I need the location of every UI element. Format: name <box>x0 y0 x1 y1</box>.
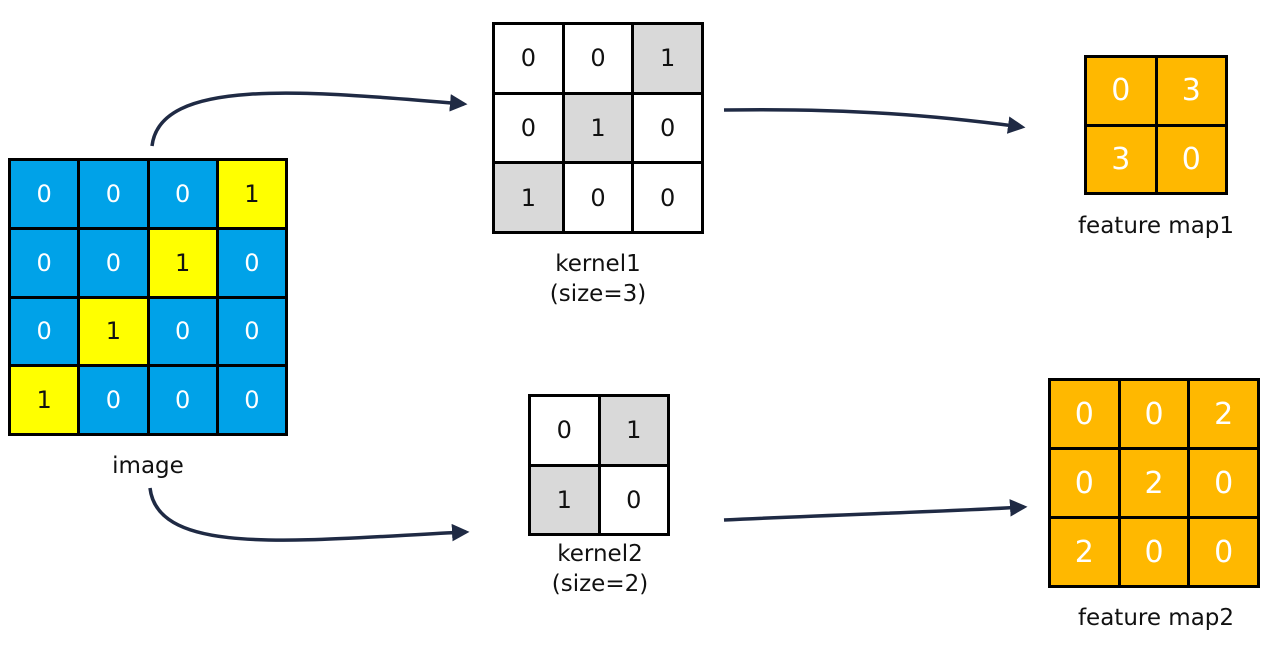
image-cell-r2-c2: 0 <box>149 298 216 365</box>
image-cell-r0-c0: 0 <box>11 161 78 227</box>
kernel1-cell-r2-c0: 1 <box>495 164 562 231</box>
kernel1-size-label: (size=3) <box>549 281 647 307</box>
feature-map2-cell-r1-c2: 0 <box>1190 450 1257 516</box>
feature-map1-label: feature map1 <box>1077 213 1235 239</box>
image-cell-r0-c1: 0 <box>80 161 147 227</box>
kernel1-label: kernel1 <box>555 251 641 277</box>
image-cell-r2-c3: 0 <box>218 298 285 365</box>
feature-map2-cell-r2-c0: 2 <box>1051 519 1118 585</box>
kernel2-cell-r0-c1: 1 <box>600 397 667 464</box>
kernel1-cell-r1-c1: 1 <box>564 94 632 162</box>
kernel2-cell-r1-c1: 0 <box>600 466 667 533</box>
image-cell-r2-c0: 0 <box>11 298 78 365</box>
image-cell-r3-c1: 0 <box>80 367 147 433</box>
feature-map1-cell-r0-c1: 3 <box>1157 58 1225 124</box>
feature-map2-cell-r0-c0: 0 <box>1051 381 1118 447</box>
kernel1-cell-r2-c1: 0 <box>564 164 632 231</box>
image-cell-r1-c2: 1 <box>149 229 216 296</box>
arrow-kernel2-to-feature-map2 <box>723 499 1028 522</box>
image-cell-r3-c2: 0 <box>149 367 216 433</box>
kernel1-cell-r1-c0: 0 <box>495 94 562 162</box>
image-cell-r0-c3: 1 <box>218 161 285 227</box>
feature-map2-cell-r0-c2: 2 <box>1190 381 1257 447</box>
kernel2-size-label: (size=2) <box>551 571 649 597</box>
image-cell-r2-c1: 1 <box>80 298 147 365</box>
arrow-image-to-kernel2 <box>148 487 470 542</box>
image-cell-r1-c1: 0 <box>80 229 147 296</box>
image-cell-r0-c2: 0 <box>149 161 216 227</box>
feature-map2-cell-r1-c0: 0 <box>1051 450 1118 516</box>
feature-map2-label: feature map2 <box>1077 605 1235 631</box>
kernel1-cell-r0-c1: 0 <box>564 25 632 92</box>
kernel2-cell-r1-c0: 1 <box>531 466 598 533</box>
image-cell-r3-c0: 1 <box>11 367 78 433</box>
kernel1-cell-r1-c2: 0 <box>634 94 701 162</box>
feature-map2-cell-r1-c1: 2 <box>1120 450 1188 516</box>
kernel2-cell-r0-c0: 0 <box>531 397 598 464</box>
arrow-image-to-kernel1 <box>150 91 468 147</box>
feature-map1-cell-r1-c0: 3 <box>1087 126 1155 192</box>
image-cell-r3-c3: 0 <box>218 367 285 433</box>
kernel1-cell-r2-c2: 0 <box>634 164 701 231</box>
image-cell-r1-c3: 0 <box>218 229 285 296</box>
arrow-kernel1-to-feature-map1 <box>723 107 1026 134</box>
image-label: image <box>112 453 184 479</box>
feature-map1-cell-r1-c1: 0 <box>1157 126 1225 192</box>
image-cell-r1-c0: 0 <box>11 229 78 296</box>
kernel1-cell-r0-c0: 0 <box>495 25 562 92</box>
kernel1-cell-r0-c2: 1 <box>634 25 701 92</box>
feature-map2-cell-r2-c1: 0 <box>1120 519 1188 585</box>
feature-map1-cell-r0-c0: 0 <box>1087 58 1155 124</box>
kernel2-label: kernel2 <box>557 541 643 567</box>
feature-map2-cell-r2-c2: 0 <box>1190 519 1257 585</box>
feature-map2-cell-r0-c1: 0 <box>1120 381 1188 447</box>
